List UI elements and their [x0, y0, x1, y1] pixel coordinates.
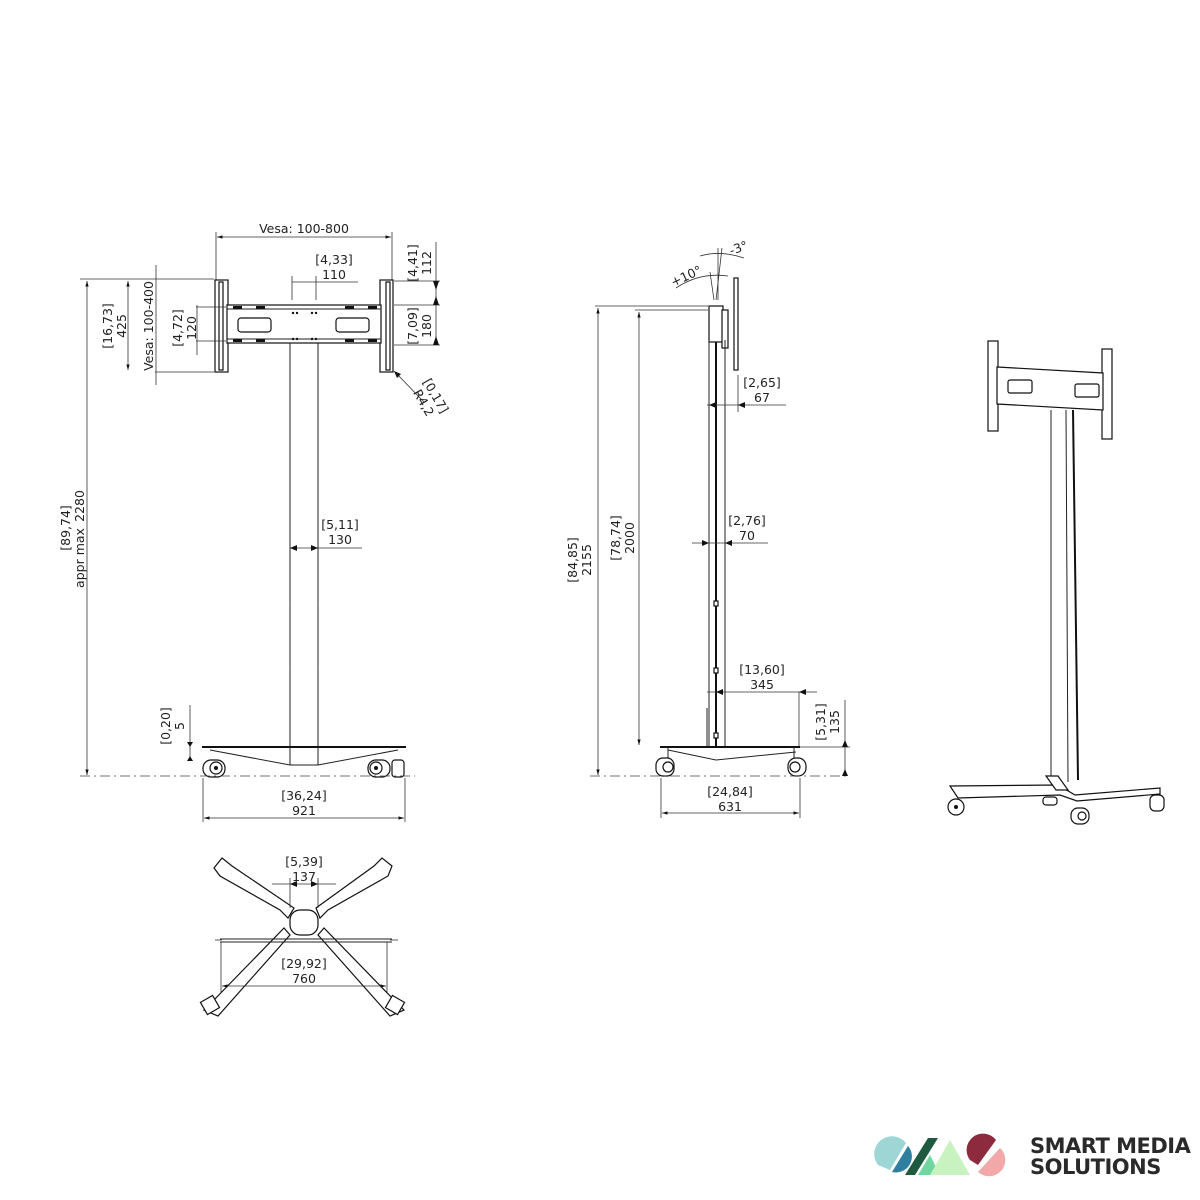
- column-depth-inch: [2,76]: [728, 513, 766, 528]
- foot-offset-inch: [13,60]: [739, 662, 785, 677]
- front-view: Vesa: 100-800 [4,33] 110: [58, 221, 452, 822]
- clearance-inch: [0,20]: [158, 707, 173, 745]
- bar-width-mm: 760: [292, 971, 316, 986]
- base-width-inch: [36,24]: [281, 788, 327, 803]
- base-depth-mm: 631: [718, 799, 742, 814]
- column-width-mm: 130: [328, 532, 352, 547]
- total-height-mm: 2280: [72, 490, 87, 522]
- total-height-prefix: appr max: [72, 528, 87, 588]
- brand-line-1: SMART MEDIA: [1030, 1134, 1191, 1158]
- overall-height-mm: 2155: [579, 544, 594, 576]
- clamp-spacing-inch: [4,33]: [315, 252, 353, 267]
- hub-width-mm: 137: [292, 869, 316, 884]
- rail-height-mm: 180: [419, 314, 434, 338]
- mount-offset-inch: [2,65]: [743, 375, 781, 390]
- base-height-inch: [5,31]: [813, 703, 828, 741]
- foot-offset-mm: 345: [750, 677, 774, 692]
- top-offset-inch: [4,41]: [405, 244, 420, 282]
- brand-name: SMART MEDIA SOLUTIONS: [1030, 1134, 1191, 1179]
- column-width-inch: [5,11]: [321, 517, 359, 532]
- column-depth-mm: 70: [739, 528, 755, 543]
- vesa-height-label: Vesa: 100-400: [141, 281, 156, 371]
- hub-width-inch: [5,39]: [285, 854, 323, 869]
- brand-line-2: SOLUTIONS: [1030, 1155, 1161, 1179]
- bracket-height-inch: [16,73]: [100, 303, 115, 349]
- column-height-mm: 2000: [622, 522, 637, 554]
- clearance-mm: 5: [172, 722, 187, 730]
- bar-width-inch: [29,92]: [281, 956, 327, 971]
- brand-logo-icon: [874, 1133, 1006, 1177]
- hole-spacing-mm: 120: [184, 316, 199, 340]
- bracket-height-mm: 425: [114, 314, 129, 338]
- top-offset-mm: 112: [419, 251, 434, 275]
- total-height-inch: [89,74]: [58, 505, 73, 551]
- overall-height-inch: [84,85]: [565, 537, 580, 583]
- column-height-inch: [78,74]: [608, 515, 623, 561]
- top-view-base: [5,39] 137 [29,92] 760: [199, 854, 406, 1017]
- base-height-mm: 135: [827, 710, 842, 734]
- clamp-spacing-mm: 110: [322, 267, 346, 282]
- mount-offset-mm: 67: [754, 390, 770, 405]
- wheel-icon: [202, 759, 405, 778]
- rail-height-inch: [7,09]: [405, 307, 420, 345]
- tilt-down-label: -3°: [727, 238, 750, 258]
- tilt-up-label: +10°: [668, 262, 704, 289]
- vesa-width-label: Vesa: 100-800: [259, 221, 349, 236]
- hole-spacing-inch: [4,72]: [170, 309, 185, 347]
- side-view: +10° -3° [84,85] 2155 [78,74] 2000 [2,65: [565, 238, 850, 818]
- base-depth-inch: [24,84]: [707, 784, 753, 799]
- perspective-view: [947, 340, 1165, 825]
- base-width-mm: 921: [292, 803, 316, 818]
